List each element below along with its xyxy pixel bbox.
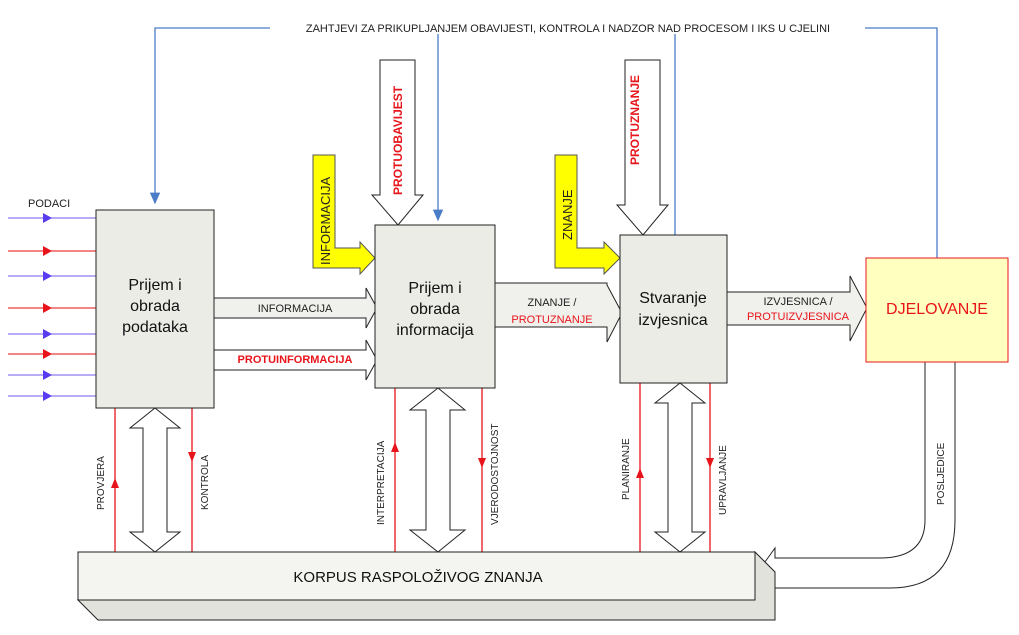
svg-text:KORPUS RASPOLOŽIVOG ZNANJA: KORPUS RASPOLOŽIVOG ZNANJA: [293, 569, 542, 586]
vjerodostojnost-label: VJERODOSTOJNOST: [490, 424, 501, 526]
provjera-label: PROVJERA: [96, 456, 107, 510]
protuobavijest-label: PROTUOBAVIJEST: [391, 85, 405, 195]
top-label: ZAHTJEVI ZA PRIKUPLJANJEM OBAVIJESTI, KO…: [306, 23, 830, 35]
protuinformacija-label: PROTUINFORMACIJA: [238, 354, 353, 366]
znanje-arrow: [494, 282, 623, 343]
box-stvaranje-izvjesnica: Stvaranje izvjesnica: [619, 234, 728, 384]
protuizvjesnica-label: PROTUIZVJESNICA: [747, 311, 850, 323]
informacija-arrow: [213, 287, 378, 329]
yellow-znanje-arrow: [554, 154, 621, 276]
svg-text:obrada: obrada: [130, 298, 180, 315]
planiranje-label: PLANIRANJE: [621, 438, 632, 500]
box-prijem-informacija: Prijem i obrada informacija: [374, 224, 496, 389]
feedback-arrowheads: [111, 442, 714, 488]
svg-text:informacija: informacija: [396, 322, 473, 339]
box-djelovanje: DJELOVANJE: [865, 257, 1009, 363]
protuznanje-top-arrow: [615, 59, 670, 236]
posljedice-label: POSLJEDICE: [936, 442, 947, 505]
svg-text:Stvaranje: Stvaranje: [639, 290, 707, 307]
kontrola-label: KONTROLA: [200, 455, 211, 510]
protuznanje-top-label: PROTUZNANJE: [628, 75, 642, 165]
inputs-label: PODACI: [28, 198, 70, 210]
protuinformacija-arrow: [213, 339, 378, 381]
double-arrows: [128, 382, 707, 553]
input-arrows: [8, 213, 96, 401]
svg-text:DJELOVANJE: DJELOVANJE: [886, 301, 988, 318]
informacija-label: INFORMACIJA: [258, 303, 333, 315]
upravljanje-label: UPRAVLJANJE: [718, 445, 729, 515]
yellow-informacija-label: INFORMACIJA: [318, 177, 333, 265]
izvjesnica-label: IZVJESNICA /: [763, 296, 833, 308]
protuobavijest-arrow: [370, 59, 425, 226]
top-feedback-lines: [149, 27, 938, 258]
izvjesnica-arrow: [726, 275, 868, 342]
box-prijem-podataka: Prijem i obrada podataka: [95, 209, 215, 409]
znanje-label: ZNANJE /: [528, 297, 578, 309]
svg-text:obrada: obrada: [410, 301, 460, 318]
svg-text:podataka: podataka: [122, 319, 188, 336]
svg-text:izvjesnica: izvjesnica: [638, 312, 707, 329]
protuznanje-label: PROTUZNANJE: [511, 314, 592, 326]
svg-text:Prijem i: Prijem i: [408, 280, 461, 297]
yellow-znanje-label: ZNANJE: [560, 189, 575, 240]
posljedice-arrow: [756, 361, 956, 600]
yellow-informacija-arrow: [312, 154, 376, 276]
svg-text:Prijem i: Prijem i: [128, 277, 181, 294]
box-korpus: KORPUS RASPOLOŽIVOG ZNANJA: [76, 550, 776, 621]
interpretacija-label: INTERPRETACIJA: [376, 440, 387, 525]
